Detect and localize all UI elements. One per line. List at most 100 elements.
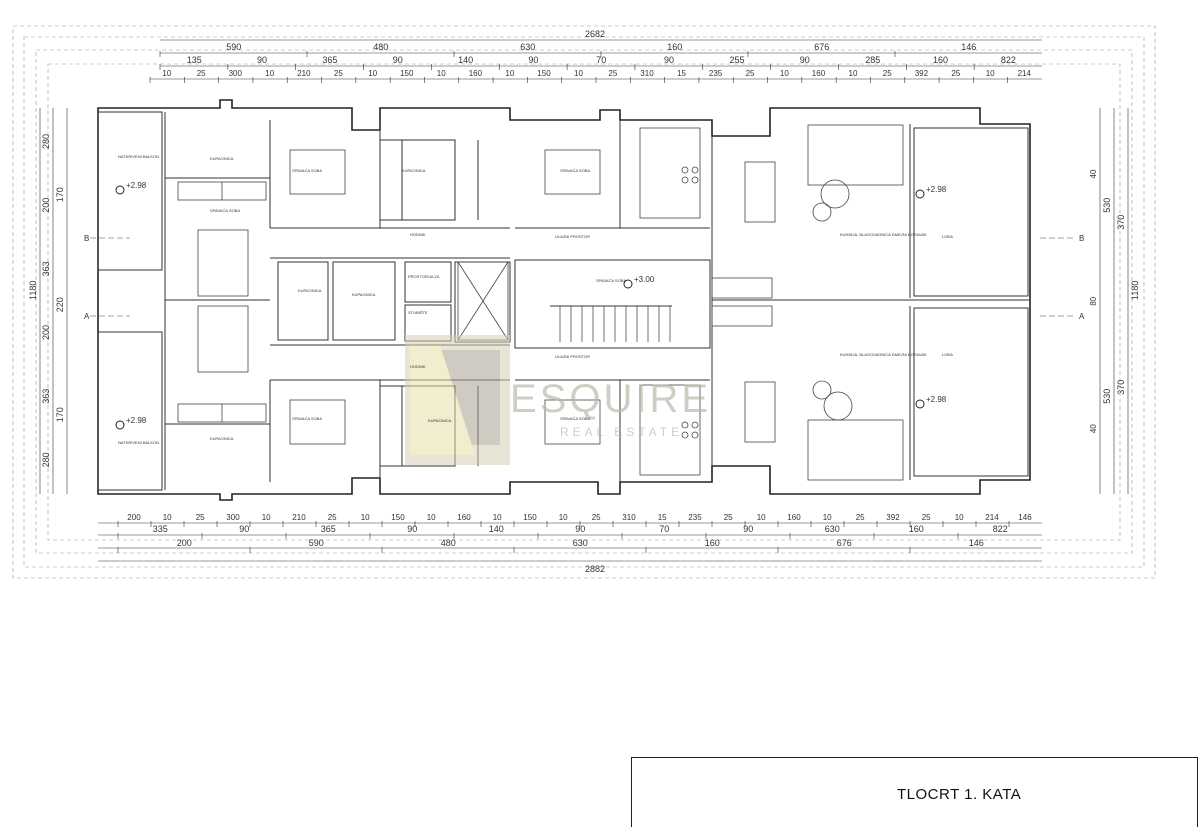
dim-bottom-row1: 210 (292, 513, 306, 522)
dim-bottom-row2: 90 (407, 524, 417, 534)
level-value: +2.98 (126, 416, 147, 425)
dim-bottom-row2: 822 (993, 524, 1008, 534)
dim-bottom-row1: 10 (493, 513, 502, 522)
room-label: LOĐA (942, 234, 953, 239)
dim-top-row3: 10 (986, 69, 995, 78)
dim-bottom-row1: 150 (523, 513, 537, 522)
room-label: NATKRIVENI BALKON (118, 154, 159, 159)
dim-right-c: 80 (1089, 296, 1098, 305)
dim-top-row3: 10 (849, 69, 858, 78)
dim-top-row2: 160 (933, 55, 948, 65)
kitchen-counters (177, 127, 773, 476)
room-label: SPAVAĆA SOBA (560, 168, 590, 173)
dim-top-row3: 15 (677, 69, 686, 78)
dim-top-row3: 392 (915, 69, 929, 78)
dim-top-row3: 150 (400, 69, 414, 78)
dim-left-a: 200 (41, 198, 51, 213)
dim-top-row2: 70 (596, 55, 606, 65)
watermark-logo (405, 335, 510, 465)
dim-bottom-row1: 214 (985, 513, 999, 522)
level-value: +3.00 (634, 275, 655, 284)
dim-bottom-row1: 10 (262, 513, 271, 522)
dim-bottom-row1: 10 (427, 513, 436, 522)
watermark-sub: REAL ESTATE (560, 425, 683, 439)
room-label: SPAVAĆA SOBA (292, 416, 322, 421)
dim-right-c: 40 (1089, 169, 1098, 178)
room-label: PROSTORIJA ZA (408, 274, 440, 279)
dim-bottom-row3: 676 (837, 538, 852, 548)
room-label: SPAVAĆA SOBA (560, 416, 590, 421)
room-label: KUPAONICA (428, 418, 452, 423)
level-markers: +2.98+2.98+3.00+2.98+2.98 (115, 181, 947, 430)
room-label: KUPAONICA (210, 436, 234, 441)
dim-right-overall: 1180 (1130, 281, 1140, 300)
room-label: SPAVAĆA SOBA (292, 168, 322, 173)
dim-top-row1: 480 (373, 42, 388, 52)
dim-top-row3: 160 (469, 69, 483, 78)
dim-top-overall: 2682 (585, 29, 605, 39)
dim-bottom-row1: 25 (724, 513, 733, 522)
level-value: +2.98 (926, 395, 947, 404)
dim-top-row3: 25 (608, 69, 617, 78)
dim-bottom-row1: 10 (823, 513, 832, 522)
dim-bottom-row2: 70 (659, 524, 669, 534)
dim-top-row3: 210 (297, 69, 311, 78)
room-label: ULAZNI PROSTOR (555, 234, 590, 239)
dim-top-row2: 285 (865, 55, 880, 65)
dim-top-row3: 10 (780, 69, 789, 78)
dim-right-a: 530 (1102, 389, 1112, 404)
dim-top-row1: 676 (814, 42, 829, 52)
dim-top-row2: 90 (664, 55, 674, 65)
dim-bottom-row3: 590 (309, 538, 324, 548)
outer-dashed-frames (12, 25, 1156, 579)
room-label: KUPAONICA (298, 288, 322, 293)
dim-top-row2: 90 (393, 55, 403, 65)
dim-top-row2: 822 (1001, 55, 1016, 65)
room-label: NATKRIVENI BALKON (118, 440, 159, 445)
dim-bottom-row1: 200 (127, 513, 141, 522)
room-label: KUPAONICA (402, 168, 426, 173)
level-marker-circle (115, 185, 125, 195)
section-a-left: A (84, 312, 90, 321)
dim-top-row2: 365 (322, 55, 337, 65)
dim-bottom-row1: 235 (688, 513, 702, 522)
level-value: +2.98 (126, 181, 147, 190)
room-label: SPAVAĆA SOBA (596, 278, 626, 283)
section-b-left: B (84, 234, 89, 243)
dimension-ticks (117, 51, 1010, 553)
dim-bottom-row1: 25 (196, 513, 205, 522)
dim-left-overall: 1180 (28, 281, 38, 300)
room-label: SPAVAĆA SOBA (210, 208, 240, 213)
room-label: ULAZNI PROSTOR (555, 354, 590, 359)
level-marker-circle (623, 279, 633, 289)
room-label: HODNIK (410, 364, 426, 369)
dim-top-row3: 10 (265, 69, 274, 78)
dim-top-row3: 10 (162, 69, 171, 78)
dim-left-a: 280 (41, 452, 51, 467)
dim-bottom-row1: 25 (856, 513, 865, 522)
dim-bottom-row2: 90 (239, 524, 249, 534)
dim-top-row3: 160 (812, 69, 826, 78)
dim-bottom-row3: 146 (969, 538, 984, 548)
room-label: KUPAONICA (210, 156, 234, 161)
level-marker-circle (915, 399, 925, 409)
dim-top-row2: 90 (528, 55, 538, 65)
dim-bottom-row3: 630 (573, 538, 588, 548)
dim-bottom-row2: 90 (743, 524, 753, 534)
dim-top-row3: 25 (746, 69, 755, 78)
dim-left-b: 170 (55, 187, 65, 202)
watermark-brand: ESQUIRE (510, 377, 711, 421)
dim-top-row3: 25 (883, 69, 892, 78)
dim-bottom-row1: 150 (391, 513, 405, 522)
dim-top-row3: 25 (334, 69, 343, 78)
dim-top-row3: 150 (537, 69, 551, 78)
dim-top-row3: 10 (368, 69, 377, 78)
dim-bottom-row1: 25 (328, 513, 337, 522)
living-room-furniture (744, 124, 904, 481)
dim-bottom-row2: 365 (321, 524, 336, 534)
dim-bottom-row1: 15 (658, 513, 667, 522)
dim-left-a: 200 (41, 325, 51, 340)
drawing-title: TLOCRT 1. KATA (897, 786, 1022, 803)
dim-bottom-row3: 480 (441, 538, 456, 548)
